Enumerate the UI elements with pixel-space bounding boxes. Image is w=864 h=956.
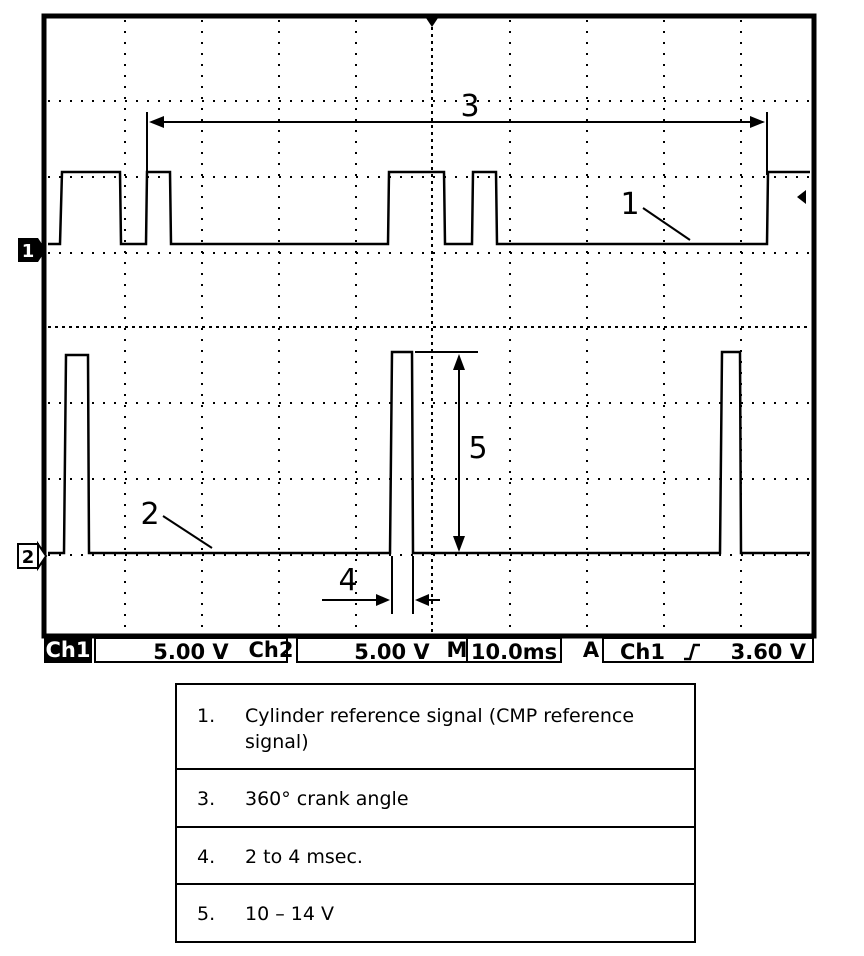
annotation-1-leader [642,207,691,241]
ch1-marker: 1 [18,238,46,262]
svg-text:2: 2 [22,547,35,568]
ch1-scale: 5.00 V [94,637,288,664]
pulse-width-arrows [322,556,440,614]
ch2-label: Ch2 [248,638,294,662]
trigger-level: 3.60 V [730,640,806,664]
a-label: A [582,638,600,662]
waveform-ch2 [48,350,810,555]
legend-number: 3. [197,788,216,810]
annotation-5: 5 [468,431,487,466]
legend-row: 3. 360° crank angle [177,770,694,828]
waveform-ch1 [48,170,810,246]
annotation-2-leader [162,515,213,549]
legend-number: 5. [197,903,216,925]
rising-edge-icon [684,643,700,661]
ch2-marker: 2 [17,540,48,572]
legend-text: 360° crank angle [245,788,409,810]
scope-status-bar: Ch1 5.00 V Ch2 5.00 V M 10.0ms A Ch1 3.6… [44,637,814,664]
annotation-2: 2 [140,497,159,532]
legend-text: 2 to 4 msec. [245,846,363,868]
annotation-1: 1 [620,187,639,222]
legend-number: 1. [197,705,216,727]
annotation-3: 3 [460,89,479,124]
legend-row: 4. 2 to 4 msec. [177,828,694,885]
oscilloscope-diagram: 1 2 3 1 2 5 4 [17,13,817,639]
legend-row: 5. 10 – 14 V [177,885,694,941]
voltage-arrow [415,351,478,552]
trigger-box: Ch1 3.60 V [602,637,814,664]
svg-text:1: 1 [22,241,35,262]
legend-text: 10 – 14 V [245,903,334,925]
trigger-level-marker [797,190,806,204]
crank-angle-arrow [146,112,768,175]
annotation-4: 4 [338,563,357,598]
ch1-label: Ch1 [44,637,92,663]
m-label: M [446,638,468,662]
scope-center-axes [48,20,810,632]
legend-number: 4. [197,846,216,868]
timebase-value: 10.0ms [466,637,562,664]
legend-row: 1. Cylinder reference signal (CMP refere… [177,685,694,770]
trigger-source: Ch1 [620,640,665,664]
trigger-position-marker [426,18,438,27]
legend-text: Cylinder reference signal (CMP reference… [245,705,635,753]
legend-table: 1. Cylinder reference signal (CMP refere… [175,683,696,943]
ch2-scale: 5.00 V [296,637,488,664]
